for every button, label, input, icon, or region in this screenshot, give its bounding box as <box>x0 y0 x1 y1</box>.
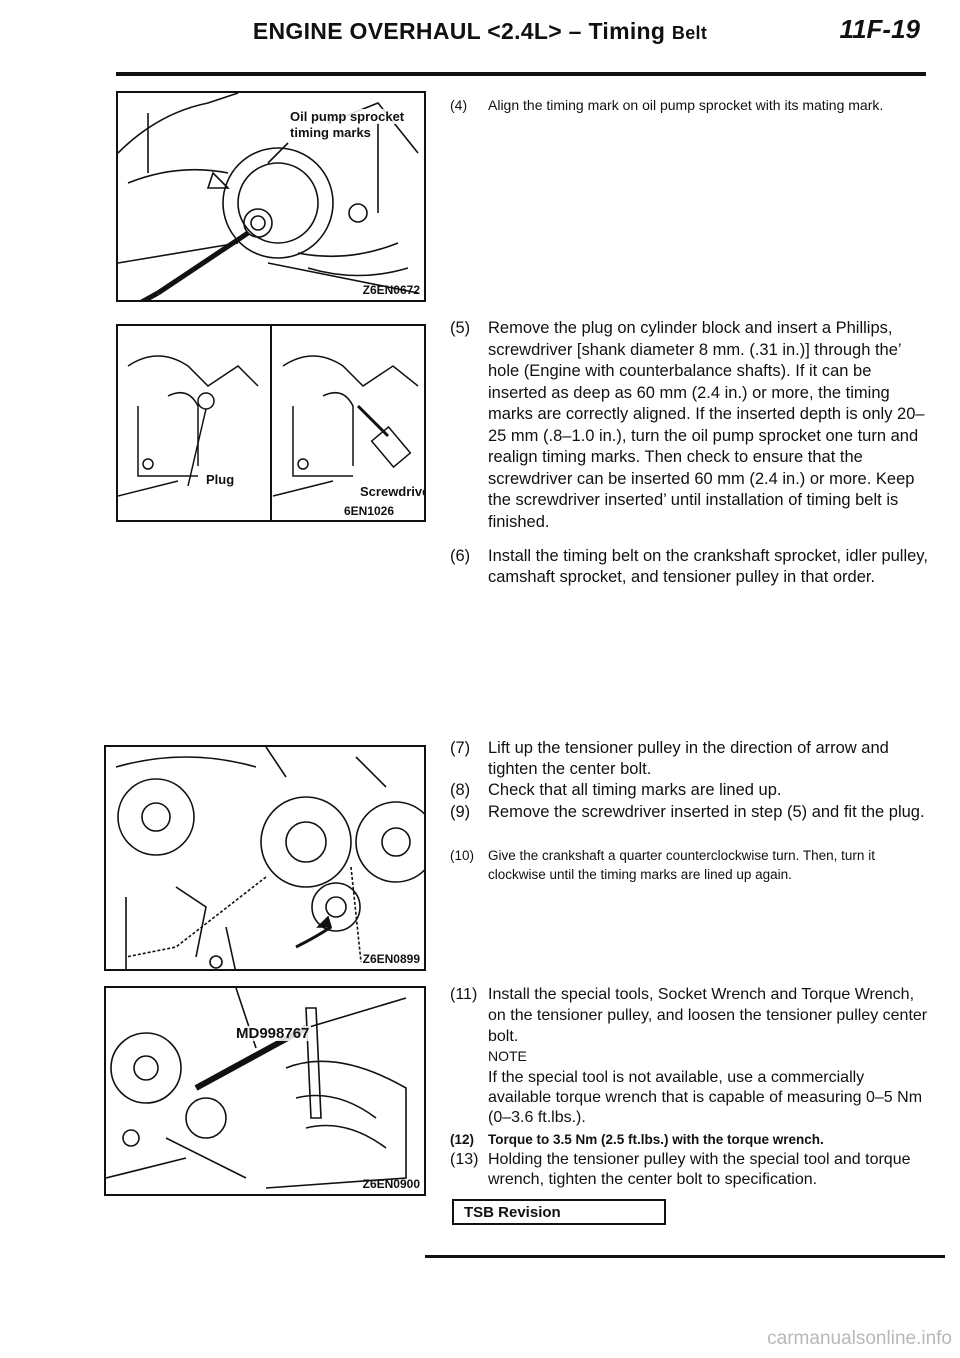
figure-code: Z6EN0672 <box>362 283 420 297</box>
figure-code: Z6EN0900 <box>362 1177 420 1191</box>
figure-code: 6EN1026 <box>343 504 394 518</box>
figure-tensioner-pulley: Z6EN0899 <box>104 745 426 971</box>
figure-plug-screwdriver-drawing <box>118 326 419 520</box>
figure-oil-pump-sprocket-drawing <box>118 93 419 300</box>
step-number: (7) <box>450 739 471 757</box>
step-number: (5) <box>450 319 471 337</box>
page-number: 11F-19 <box>839 14 920 44</box>
figure-plug-screwdriver: Plug Screwdriver 6EN1026 <box>116 324 426 522</box>
step-text: Holding the tensioner pulley with the sp… <box>488 1151 911 1188</box>
step-12: (12) Torque to 3.5 Nm (2.5 ft.lbs.) with… <box>450 1130 930 1149</box>
note: If the special tool is not available, us… <box>450 1068 930 1128</box>
step-number: (9) <box>450 803 471 821</box>
step-text: Install the timing belt on the crankshaf… <box>488 547 928 586</box>
figure-label-tool-number: MD998767 <box>234 1025 312 1042</box>
figure-label-timing-marks: timing marks <box>288 125 373 140</box>
figure-label-screwdriver: Screwdriver <box>358 484 424 499</box>
note-label: NOTE <box>488 1048 527 1064</box>
watermark: carmanualsonline.info <box>767 1328 952 1349</box>
step-13: (13) Holding the tensioner pulley with t… <box>450 1150 930 1190</box>
note-text: If the special tool is not available, us… <box>488 1069 923 1126</box>
figure-tensioner-pulley-drawing <box>115 747 424 969</box>
step-text: Lift up the tensioner pulley in the dire… <box>488 739 889 778</box>
figure-label-plug: Plug <box>204 472 237 487</box>
figure-special-tool: MD998767 Z6EN0900 <box>104 986 426 1196</box>
step-5: (5) Remove the plug on cylinder block an… <box>450 318 930 533</box>
step-10: (10) Give the crankshaft a quarter count… <box>450 846 930 884</box>
footer-rule <box>425 1255 945 1258</box>
step-number: (6) <box>450 547 471 565</box>
figure-special-tool-drawing <box>106 988 407 1189</box>
step-text: Torque to 3.5 Nm (2.5 ft.lbs.) with the … <box>488 1132 824 1147</box>
step-number: (11) <box>450 986 478 1003</box>
header-rule <box>116 72 926 76</box>
step-text: Give the crankshaft a quarter counterclo… <box>488 848 875 882</box>
page-title-suffix: Belt <box>671 23 708 43</box>
step-number: (13) <box>450 1151 479 1168</box>
figure-code: Z6EN0899 <box>362 952 420 966</box>
figure-label-oil-pump-sprocket: Oil pump sprocket <box>288 109 407 124</box>
step-4: (4) Align the timing mark on oil pump sp… <box>450 96 930 115</box>
step-7: (7) Lift up the tensioner pulley in the … <box>450 738 930 780</box>
step-text: Install the special tools, Socket Wrench… <box>488 986 928 1045</box>
step-text: Check that all timing marks are lined up… <box>488 781 782 799</box>
figure-oil-pump-sprocket: Oil pump sprocket timing marks Z6EN0672 <box>116 91 426 302</box>
tsb-revision-box: TSB Revision <box>452 1199 666 1225</box>
step-9: (9) Remove the screwdriver inserted in s… <box>450 802 930 823</box>
page-title-main: ENGINE OVERHAUL <2.4L> – Timing <box>252 18 666 44</box>
step-text: Align the timing mark on oil pump sprock… <box>488 97 884 113</box>
step-text: Remove the screwdriver inserted in step … <box>488 803 925 821</box>
step-8: (8) Check that all timing marks are line… <box>450 780 930 801</box>
page-title: ENGINE OVERHAUL <2.4L> – Timing Belt <box>0 18 960 45</box>
step-number: (8) <box>450 781 471 799</box>
step-11: (11) Install the special tools, Socket W… <box>450 984 930 1047</box>
step-number: (4) <box>450 97 468 113</box>
step-number: (10) <box>450 848 475 863</box>
step-text: Remove the plug on cylinder block and in… <box>488 319 925 531</box>
step-6: (6) Install the timing belt on the crank… <box>450 546 930 588</box>
step-number: (12) <box>450 1132 475 1147</box>
